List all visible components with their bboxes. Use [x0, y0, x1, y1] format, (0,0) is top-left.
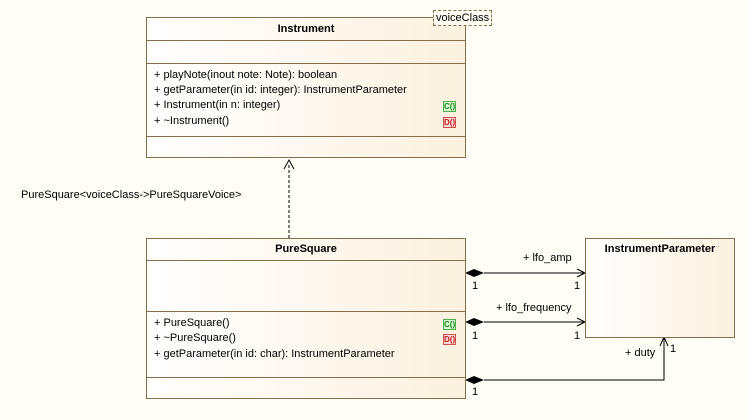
class-pure-square-name: PureSquare: [147, 239, 465, 261]
operation-item[interactable]: + ~PureSquare(): [154, 332, 236, 344]
multiplicity-source-duty: 1: [472, 386, 479, 398]
constructor-badge-icon: C(): [443, 319, 456, 330]
multiplicity-target-lfo-frequency: 1: [574, 330, 581, 342]
class-instrument-name: Instrument: [147, 18, 465, 41]
role-label-lfo-amp: + lfo_amp: [523, 252, 572, 264]
multiplicity-source-lfo-amp: 1: [472, 280, 479, 292]
operation-item[interactable]: + PureSquare(): [154, 317, 230, 329]
role-label-duty: + duty: [625, 347, 656, 359]
operation-item[interactable]: + getParameter(in id: integer): Instrume…: [154, 84, 407, 96]
binding-dependency-arrowhead: [283, 158, 295, 170]
multiplicity-target-lfo-amp: 1: [574, 280, 581, 292]
template-parameter-box[interactable]: voiceClass: [433, 10, 493, 26]
multiplicity-target-duty: 1: [670, 343, 677, 355]
class-instrument-operations: + playNote(inout note: Note): boolean + …: [147, 64, 465, 137]
composition-diamond-lfo-amp: [465, 269, 484, 277]
class-instrument[interactable]: Instrument + playNote(inout note: Note):…: [146, 17, 466, 158]
operation-item[interactable]: + playNote(inout note: Note): boolean: [154, 69, 338, 81]
operation-item[interactable]: + ~Instrument(): [154, 115, 230, 127]
destructor-badge-icon: D(): [443, 334, 456, 345]
class-pure-square[interactable]: PureSquare + PureSquare() C() + ~PureSqu…: [146, 238, 466, 399]
class-instrument-extra-compartment: [147, 137, 465, 157]
binding-label: PureSquare<voiceClass->PureSquareVoice>: [21, 189, 242, 201]
composition-diamond-duty: [465, 376, 484, 384]
class-instrument-parameter-name: InstrumentParameter: [604, 243, 716, 255]
destructor-badge-icon: D(): [443, 117, 456, 128]
class-pure-square-extra-compartment: [147, 378, 465, 398]
class-pure-square-attributes: [147, 261, 465, 312]
class-instrument-attributes: [147, 41, 465, 64]
role-label-lfo-frequency: + lfo_frequency: [496, 302, 572, 314]
class-instrument-parameter[interactable]: InstrumentParameter: [585, 238, 735, 338]
association-duty-line[interactable]: [484, 338, 665, 381]
constructor-badge-icon: C(): [443, 101, 456, 112]
class-pure-square-operations: + PureSquare() C() + ~PureSquare() D() +…: [147, 312, 465, 378]
composition-diamond-lfo-frequency: [465, 318, 484, 326]
operation-item[interactable]: + Instrument(in n: integer): [154, 99, 281, 111]
multiplicity-source-lfo-frequency: 1: [472, 330, 479, 342]
operation-item[interactable]: + getParameter(in id: char): InstrumentP…: [154, 348, 395, 360]
